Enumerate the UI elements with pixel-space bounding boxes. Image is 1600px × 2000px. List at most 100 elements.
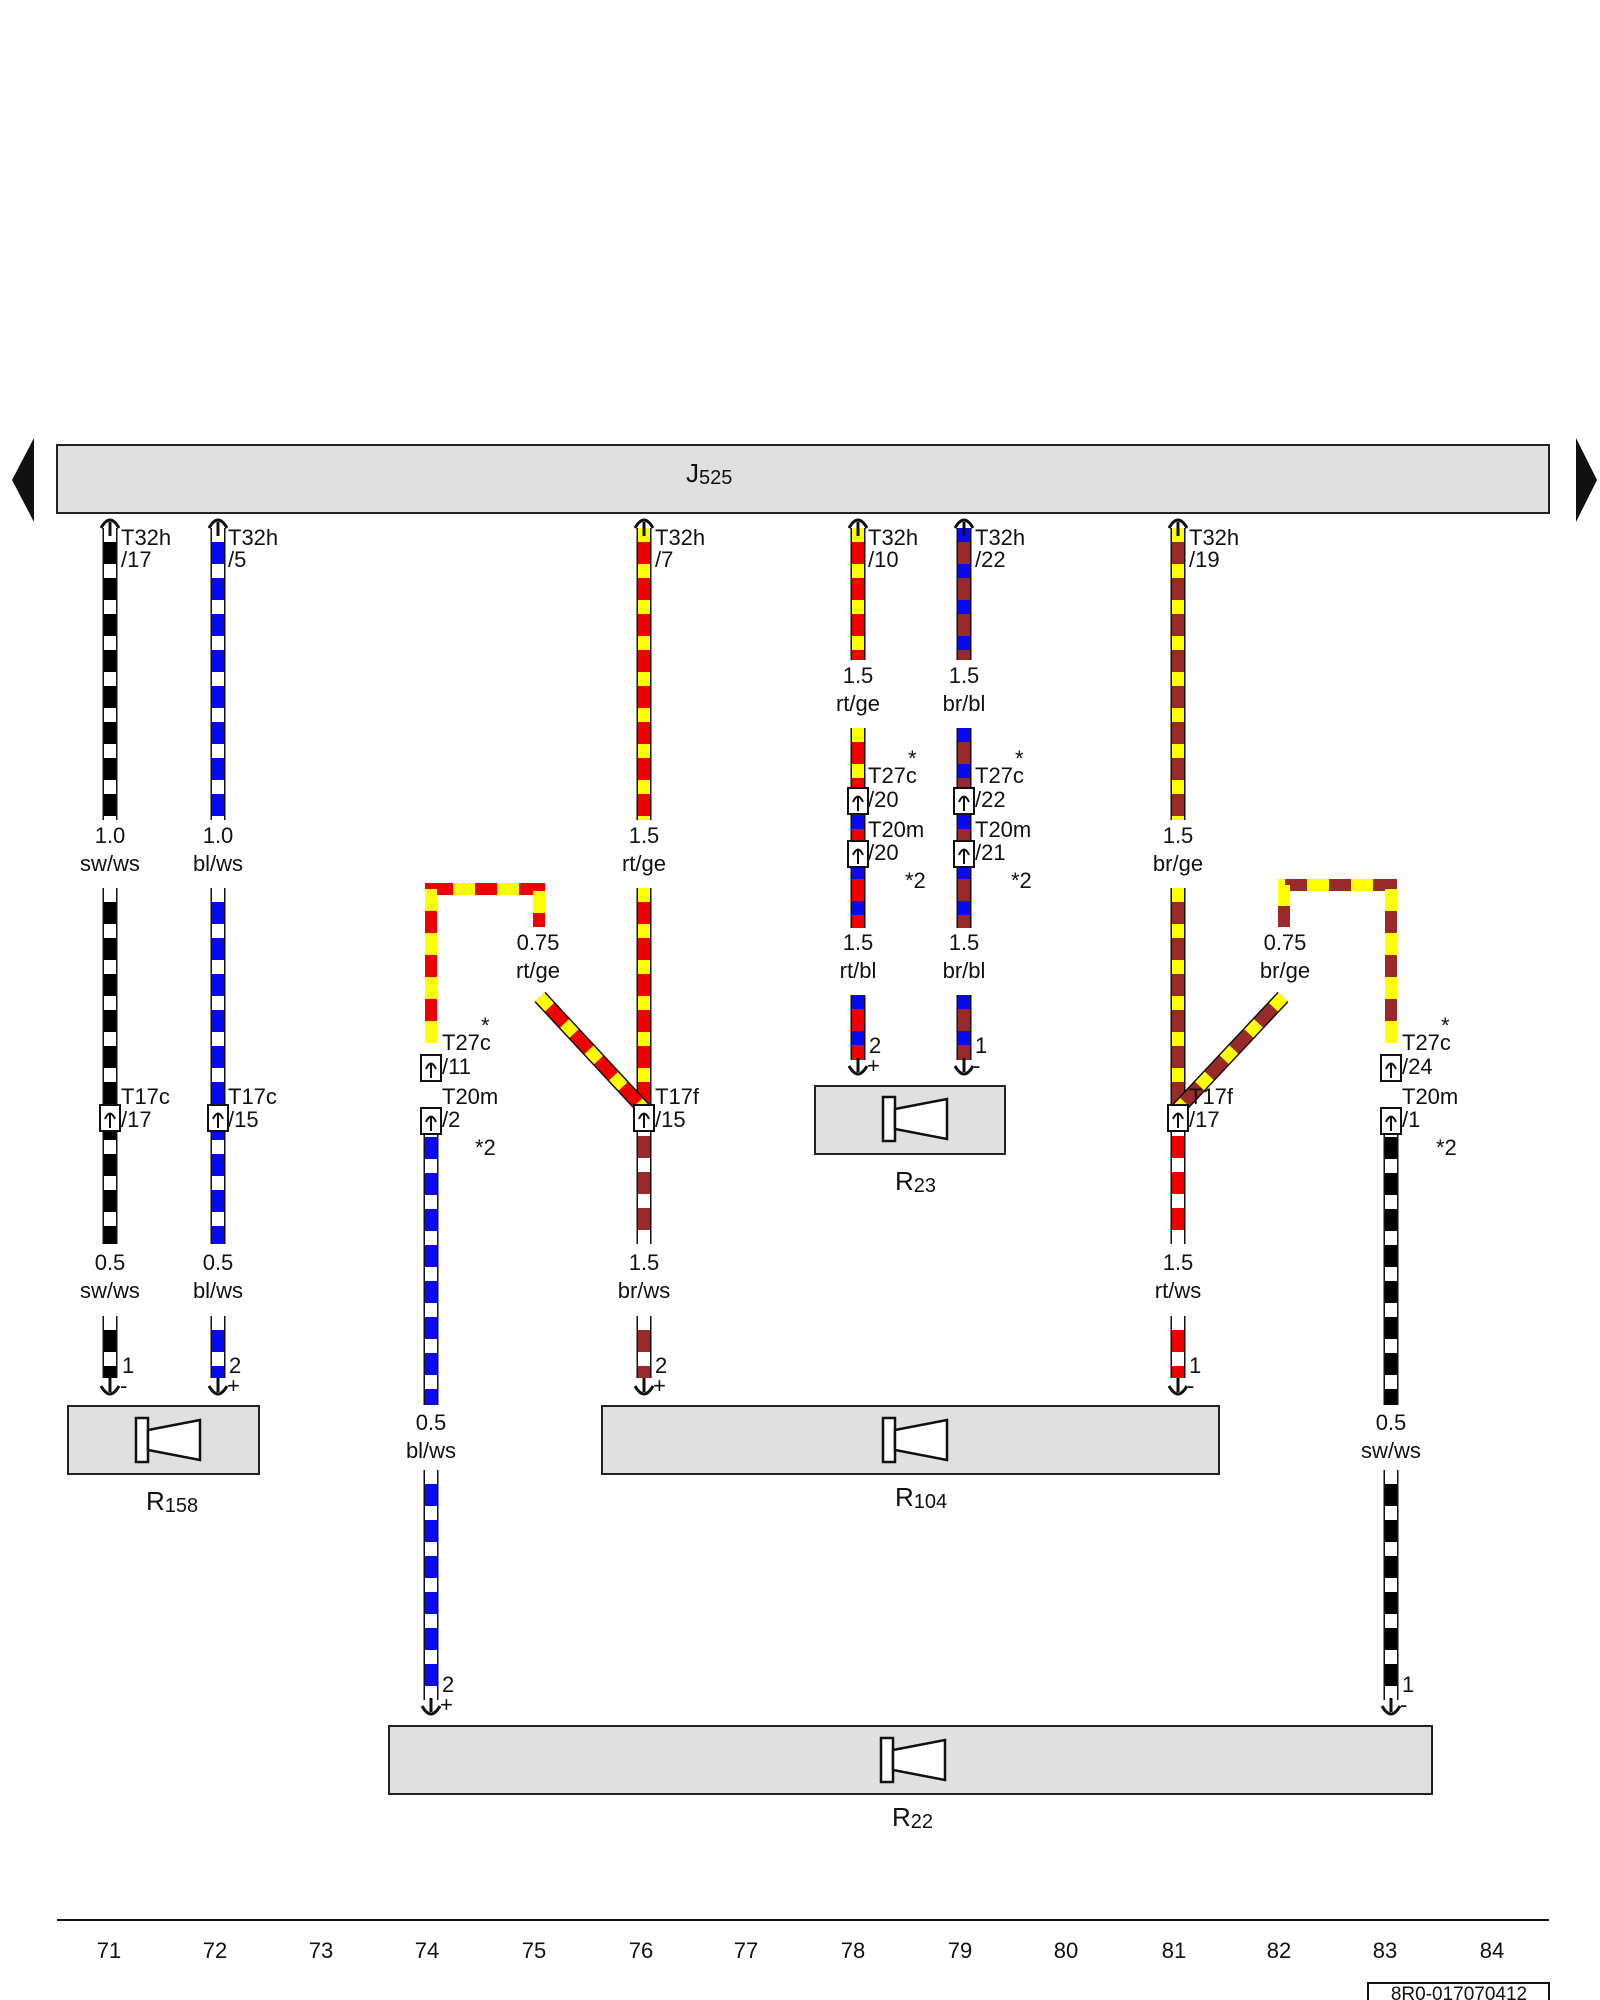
j525-unit: J525 bbox=[56, 444, 1550, 514]
connector-arrow bbox=[425, 1115, 437, 1131]
connector-arrow bbox=[425, 1062, 437, 1078]
wire-size: 0.5 bbox=[416, 1410, 447, 1435]
t32h-terminal bbox=[207, 518, 229, 529]
speaker-pin-terminal bbox=[633, 1385, 655, 1396]
wire-size: 1.5 bbox=[949, 930, 980, 955]
wire-size: 0.5 bbox=[203, 1250, 234, 1275]
speaker-r22: R22 bbox=[388, 1725, 1433, 1833]
wire-color: br/ge bbox=[1260, 958, 1310, 983]
wire-layer bbox=[102, 528, 1399, 1700]
pin-number: 2 bbox=[442, 1672, 454, 1697]
speaker-pin-terminal bbox=[207, 1385, 229, 1396]
wire-color: br/ge bbox=[1153, 851, 1203, 876]
grid-number: 81 bbox=[1162, 1938, 1186, 1963]
t20m-pin: /2 bbox=[442, 1107, 460, 1132]
wire-size: 1.5 bbox=[629, 1250, 660, 1275]
t32h-pin: /19 bbox=[1189, 547, 1220, 572]
wire-color: rt/bl bbox=[840, 958, 877, 983]
speaker-pin-terminal bbox=[847, 1065, 869, 1076]
wire-size: 1.5 bbox=[629, 823, 660, 848]
pin-sign: - bbox=[1400, 1692, 1407, 1717]
t32h-pin: /5 bbox=[228, 547, 246, 572]
nav-left-arrow[interactable] bbox=[12, 438, 34, 522]
t20m-pin: /1 bbox=[1402, 1107, 1420, 1132]
wire-color: rt/ge bbox=[836, 691, 880, 716]
wire-size: 1.0 bbox=[203, 823, 234, 848]
wire-color: sw/ws bbox=[1361, 1438, 1421, 1463]
wire-stripe bbox=[1173, 992, 1288, 1114]
footnote-marks: *2 *2 *2 *2 bbox=[475, 868, 1457, 1160]
t32h-name: T32h bbox=[655, 525, 705, 550]
pin-sign: + bbox=[227, 1373, 240, 1398]
wire-size: 0.5 bbox=[1376, 1410, 1407, 1435]
grid-number: 73 bbox=[309, 1938, 333, 1963]
t17-name: T17c bbox=[121, 1084, 170, 1109]
t20m-pin: /21 bbox=[975, 840, 1006, 865]
grid-number: 77 bbox=[734, 1938, 758, 1963]
t32h-labels: T32h /17 T32h /5 T32h /7 T32h /10 T32h /… bbox=[121, 525, 1239, 572]
grid-number: 76 bbox=[629, 1938, 653, 1963]
svg-text:R158: R158 bbox=[146, 1486, 198, 1517]
pin-labels: 1 - 2 + 2 + 1 - 2 + 1 - 2 + 1 - bbox=[120, 1033, 1414, 1717]
t27c-mark: * bbox=[1441, 1013, 1450, 1038]
speaker-pin-terminal bbox=[1167, 1385, 1189, 1396]
t27c-pin: /20 bbox=[868, 787, 899, 812]
connector-layer bbox=[99, 518, 1402, 1716]
wire-color: br/bl bbox=[943, 691, 986, 716]
wire-size: 0.5 bbox=[95, 1250, 126, 1275]
connector-arrow bbox=[1385, 1115, 1397, 1131]
t32h-terminal bbox=[99, 518, 121, 529]
connector-arrow bbox=[638, 1112, 650, 1128]
footnote-mark: *2 bbox=[905, 868, 926, 893]
pin-sign: - bbox=[1187, 1373, 1194, 1398]
t32h-terminal bbox=[953, 518, 975, 529]
pin-number: 1 bbox=[122, 1353, 134, 1378]
t27c-pin: /22 bbox=[975, 787, 1006, 812]
t20m-name: T20m bbox=[1402, 1084, 1458, 1109]
pin-sign: + bbox=[653, 1373, 666, 1398]
wire-color: br/ws bbox=[618, 1278, 671, 1303]
wire-size: 1.5 bbox=[843, 930, 874, 955]
wire-color: rt/ws bbox=[1155, 1278, 1201, 1303]
t17-pin: /15 bbox=[228, 1107, 259, 1132]
wire-size: 1.5 bbox=[1163, 823, 1194, 848]
pin-sign: + bbox=[867, 1053, 880, 1078]
t20m-labels: T20m /20 T20m /21 T20m /2 T20m /1 bbox=[442, 817, 1458, 1132]
t27c-name: T27c bbox=[975, 763, 1024, 788]
svg-text:R22: R22 bbox=[892, 1802, 933, 1833]
t32h-pin: /7 bbox=[655, 547, 673, 572]
speaker-icon bbox=[879, 1736, 947, 1784]
wire-stripe bbox=[1278, 879, 1397, 1043]
nav-right-arrow[interactable] bbox=[1576, 438, 1597, 522]
wire-size: 1.5 bbox=[949, 663, 980, 688]
grid-number: 75 bbox=[522, 1938, 546, 1963]
t17-pin: /17 bbox=[1189, 1107, 1220, 1132]
pin-number: 2 bbox=[655, 1353, 667, 1378]
t32h-terminal bbox=[847, 518, 869, 529]
pin-number: 1 bbox=[975, 1033, 987, 1058]
speaker-r23: R23 bbox=[814, 1085, 1006, 1197]
wire-size: 0.75 bbox=[517, 930, 560, 955]
t32h-name: T32h bbox=[1189, 525, 1239, 550]
wire-stripe bbox=[425, 883, 545, 1043]
connector-arrow bbox=[104, 1112, 116, 1128]
svg-text:J525: J525 bbox=[686, 458, 732, 489]
speaker-pin-terminal bbox=[953, 1065, 975, 1076]
connector-arrow bbox=[852, 848, 864, 864]
wire-color: rt/ge bbox=[622, 851, 666, 876]
grid-number: 71 bbox=[97, 1938, 121, 1963]
footnote-mark: *2 bbox=[1436, 1135, 1457, 1160]
grid-number: 79 bbox=[948, 1938, 972, 1963]
connector-arrow bbox=[958, 848, 970, 864]
connector-arrow bbox=[958, 795, 970, 811]
wire-color: sw/ws bbox=[80, 851, 140, 876]
wire-size: 0.75 bbox=[1264, 930, 1307, 955]
grid-number: 74 bbox=[415, 1938, 439, 1963]
pin-sign: + bbox=[440, 1692, 453, 1717]
grid-number: 83 bbox=[1373, 1938, 1397, 1963]
connector-arrow bbox=[852, 795, 864, 811]
pin-sign: - bbox=[120, 1373, 127, 1398]
t20m-pin: /20 bbox=[868, 840, 899, 865]
grid-numbers: 71 72 73 74 75 76 77 78 79 80 81 82 83 8… bbox=[97, 1938, 1504, 1963]
